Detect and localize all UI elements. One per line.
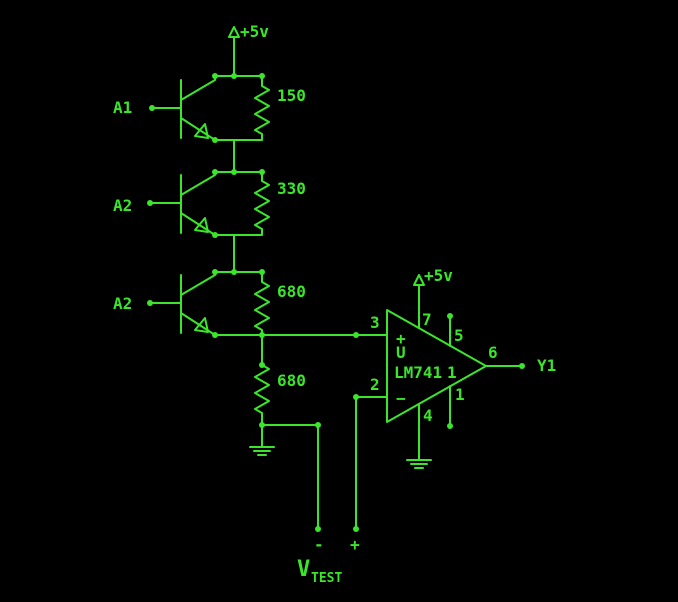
transistor-q1: A1 (113, 75, 235, 143)
vtest-plus-lead (355, 396, 388, 530)
resistor-value-r4: 680 (277, 371, 306, 390)
pin-label-6: 6 (488, 343, 498, 362)
input-label-q2: A2 (113, 196, 132, 215)
ground-symbol (249, 424, 275, 456)
output-label: Y1 (537, 356, 556, 375)
resistor-value-r3: 680 (277, 282, 306, 301)
supply-label-opamp: +5v (424, 266, 453, 285)
transistor-q3: A2 (113, 271, 218, 338)
supply-label-top: +5v (240, 22, 269, 41)
junction-dot (231, 73, 237, 79)
vtest-plus-sign: + (350, 535, 360, 554)
opamp-unit-mark: U (396, 343, 406, 362)
opamp-minus-sign: − (396, 389, 406, 408)
pin-label-5: 5 (454, 326, 464, 345)
transistor-q2: A2 (113, 171, 235, 238)
input-label-q3: A2 (113, 294, 132, 313)
vtest-label-v: V (297, 557, 310, 582)
supply-symbol-top: +5v (228, 22, 269, 77)
pin-label-3: 3 (370, 313, 380, 332)
input-label-q1: A1 (113, 98, 132, 117)
pin-label-2: 2 (370, 375, 380, 394)
pin-label-7: 7 (422, 310, 432, 329)
vtest-minus-sign: - (314, 535, 324, 554)
resistor-value-r1: 150 (277, 86, 306, 105)
opamp-part-label: LM741 (394, 363, 442, 382)
pin-label-1: 1 (455, 385, 465, 404)
pin-label-4: 4 (423, 406, 433, 425)
vtest-minus-lead (261, 424, 319, 530)
vtest-label-sub: TEST (311, 571, 342, 586)
resistor-value-r2: 330 (277, 179, 306, 198)
resistor-r1: 150 (233, 75, 306, 141)
opamp-plus-sign: + (396, 329, 406, 348)
resistor-r4: 680 (254, 334, 306, 426)
opamp-lm741: + U LM741 − +5v 3 2 7 5 6 1 1 4 (370, 266, 525, 469)
resistor-r3: 680 (254, 271, 306, 336)
resistor-r2: 330 (233, 171, 306, 236)
pin-label-1-inner: 1 (447, 363, 457, 382)
